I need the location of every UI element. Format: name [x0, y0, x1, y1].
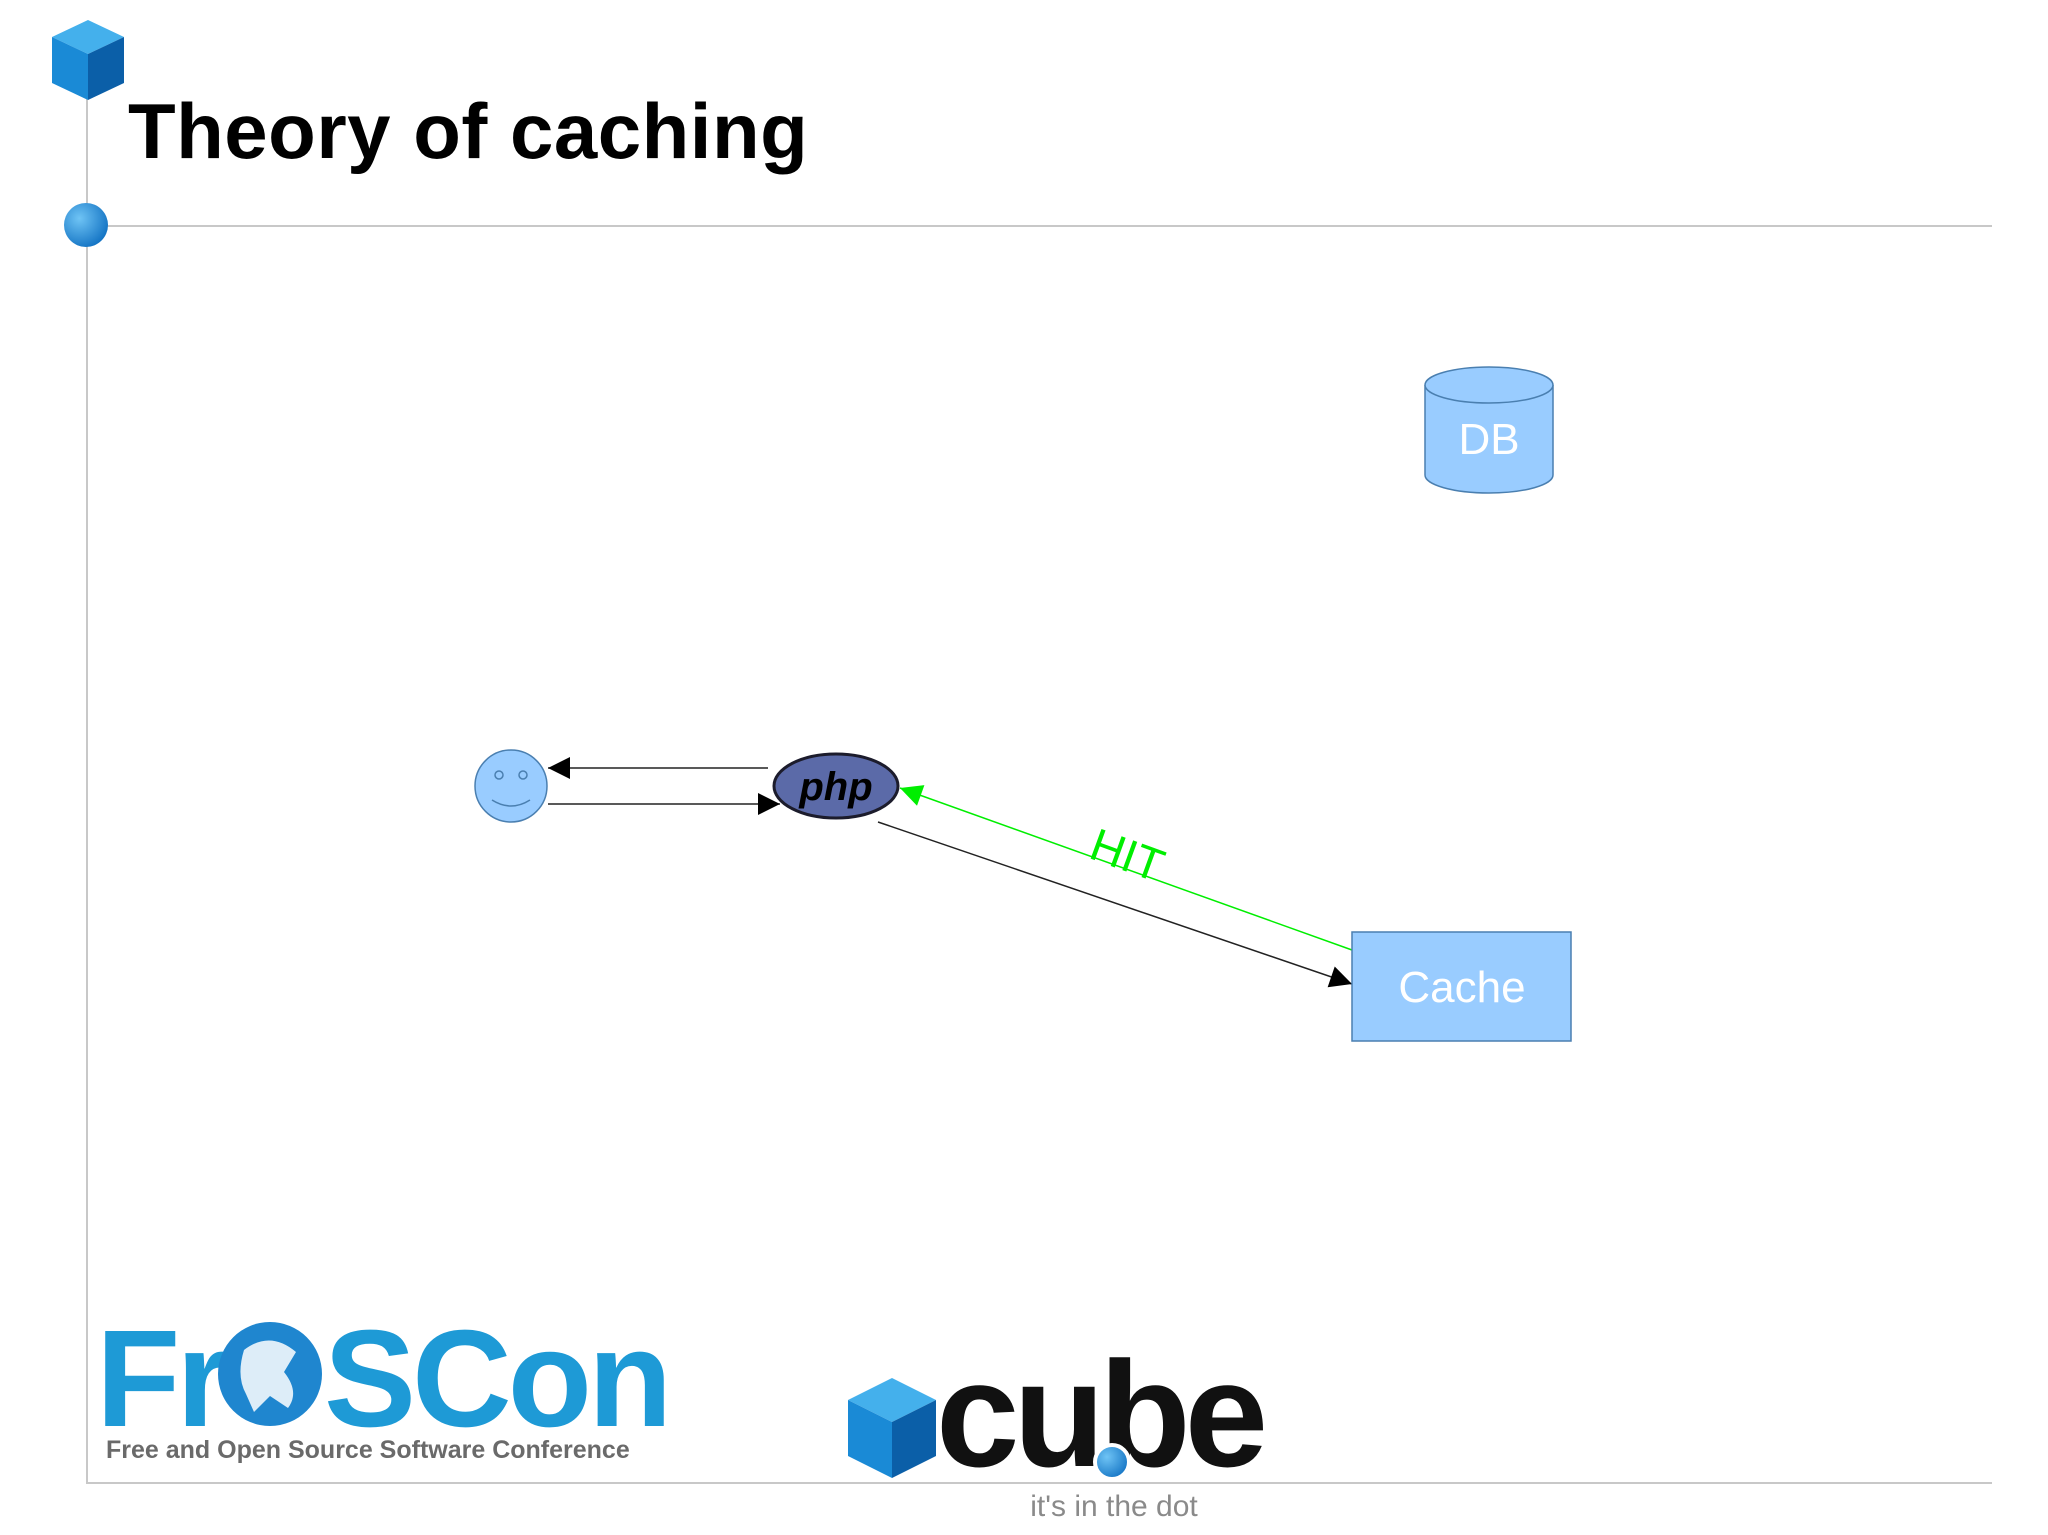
- smiley-left-eye: [494, 770, 504, 780]
- smiley-face-icon: [474, 749, 548, 823]
- cube-icon: [52, 20, 124, 100]
- cube-logo: cube it's in the dot: [848, 1330, 1270, 1523]
- user-node: [474, 749, 548, 823]
- db-label: DB: [1458, 415, 1519, 464]
- cache-node: Cache: [1351, 931, 1572, 1042]
- froscon-frog-icon: [240, 1340, 296, 1412]
- db-cylinder-body: [1424, 385, 1554, 494]
- rule-dot-icon: [64, 203, 108, 247]
- php-label: php: [798, 765, 872, 809]
- edge-cache-to-php-hit: [899, 785, 1353, 951]
- froscon-logo-scon: SCon: [324, 1302, 668, 1456]
- db-cylinder-top: [1424, 366, 1554, 404]
- smiley-mouth: [491, 799, 531, 807]
- page-title: Theory of caching: [128, 87, 809, 175]
- php-node: php: [772, 752, 900, 820]
- cube-logo-dot-icon: [1093, 1443, 1131, 1481]
- cache-box: [1351, 931, 1572, 1042]
- cube-tagline: it's in the dot: [1030, 1490, 1198, 1523]
- php-logo-icon: [772, 752, 900, 820]
- cube-logo-right: [892, 1400, 936, 1478]
- smiley-right-eye: [518, 770, 528, 780]
- db-node: DB: [1424, 366, 1554, 494]
- cache-label: Cache: [1398, 963, 1525, 1012]
- cube-logo-left: [848, 1400, 892, 1478]
- edge-php-to-cache: [877, 821, 1353, 988]
- froscon-logo-fr: Fr: [96, 1302, 228, 1456]
- froscon-logo: Fr SCon Free and Open Source Software Co…: [96, 1302, 672, 1464]
- froscon-tagline: Free and Open Source Software Conference: [106, 1436, 630, 1464]
